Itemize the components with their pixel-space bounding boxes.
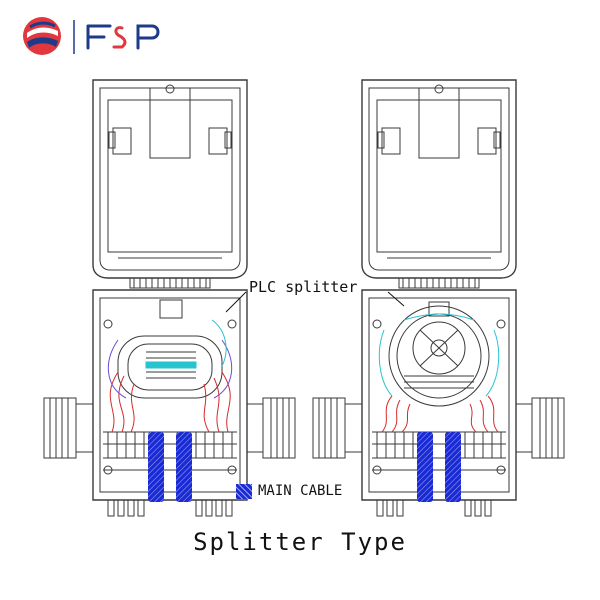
right-box-fibers <box>378 313 500 433</box>
left-box-lid <box>92 79 248 279</box>
right-main-cable-1 <box>417 432 433 502</box>
fsp-swoosh-logo-icon <box>23 17 61 55</box>
left-box <box>43 79 296 517</box>
fsp-wordmark <box>86 24 160 50</box>
diagram-caption: Splitter Type <box>193 528 407 556</box>
left-main-cable-1 <box>148 432 164 502</box>
main-cable-legend-label: MAIN CABLE <box>258 483 343 499</box>
right-box-lid <box>361 79 517 279</box>
brand-logo <box>18 12 188 60</box>
right-box-base <box>312 289 565 517</box>
right-main-cable-2 <box>445 432 461 502</box>
plc-splitter-label: PLC splitter <box>248 278 359 296</box>
left-box-fibers <box>107 319 233 433</box>
right-box <box>312 79 565 517</box>
plc-splitter-leader-line <box>225 291 247 313</box>
right-box-main-cables <box>417 432 461 502</box>
left-main-cable-2 <box>176 432 192 502</box>
right-box-hinge <box>398 277 480 289</box>
left-box-main-cables <box>148 432 192 502</box>
plc-splitter-leader-line-right <box>387 291 405 307</box>
main-cable-swatch-icon <box>236 483 252 499</box>
left-box-hinge <box>129 277 211 289</box>
main-cable-legend: MAIN CABLE <box>236 483 343 499</box>
